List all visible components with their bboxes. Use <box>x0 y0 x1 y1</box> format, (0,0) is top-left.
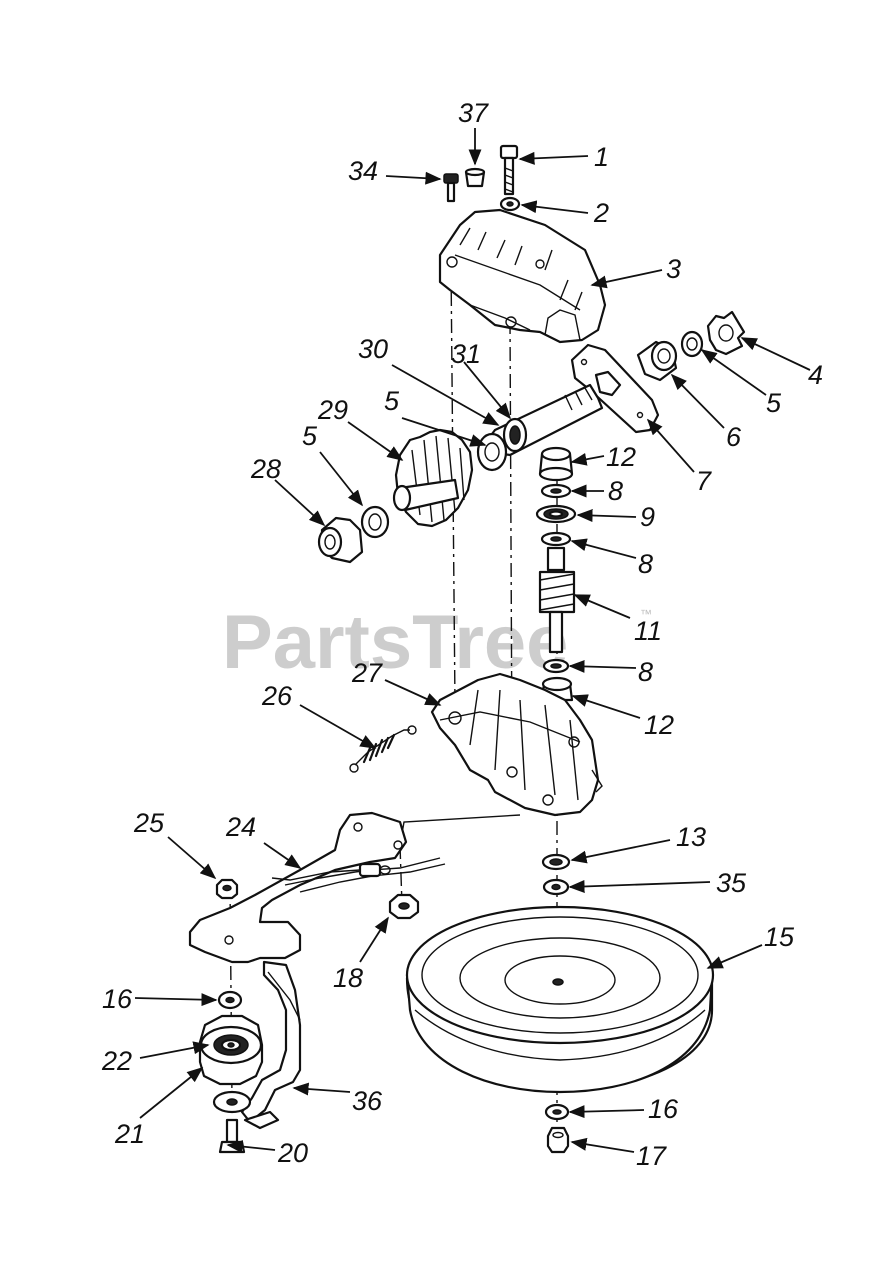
part-26-spring <box>349 725 417 773</box>
callout-1: 1 <box>594 142 609 172</box>
part-29-worm-gear <box>392 428 474 528</box>
part-17-nut <box>546 1126 570 1154</box>
callout-36: 36 <box>352 1086 383 1116</box>
callout-35: 35 <box>716 868 747 898</box>
callout-37: 37 <box>458 98 489 128</box>
part-12-bushing-upper <box>538 446 574 482</box>
callout-2: 2 <box>593 198 609 228</box>
part-16-washer-left <box>217 990 243 1010</box>
watermark-text: PartsTree <box>222 600 568 685</box>
part-8-washer-1 <box>540 483 572 499</box>
callout-4: 4 <box>808 360 823 390</box>
callout-28: 28 <box>250 454 281 484</box>
callout-6: 6 <box>726 422 742 452</box>
part-27-lower-housing <box>430 672 603 817</box>
leader-lines <box>134 128 811 1153</box>
callout-30: 30 <box>358 334 388 364</box>
part-5-washer-shaft <box>476 432 508 472</box>
callout-25: 25 <box>133 808 165 838</box>
part-8-washer-2 <box>540 531 572 547</box>
part-3-upper-housing <box>438 208 607 344</box>
callout-5-left: 5 <box>302 421 318 451</box>
callout-21: 21 <box>114 1119 145 1149</box>
part-25-nut <box>215 878 239 900</box>
part-2-washer <box>499 196 521 212</box>
callout-16-left: 16 <box>102 984 133 1014</box>
part-15-drive-pulley <box>405 905 715 1094</box>
callout-22: 22 <box>101 1046 132 1076</box>
callout-8-middle: 8 <box>638 549 653 579</box>
callout-27: 27 <box>351 658 383 688</box>
part-8-washer-3 <box>542 658 570 674</box>
callout-11: 11 <box>634 616 662 646</box>
part-16-washer-right <box>544 1103 570 1121</box>
callout-18: 18 <box>333 963 363 993</box>
cable-assembly <box>284 857 446 893</box>
callout-20: 20 <box>277 1138 308 1168</box>
callout-15: 15 <box>764 922 795 952</box>
callout-24: 24 <box>225 812 256 842</box>
callout-8-top: 8 <box>608 476 623 506</box>
callout-29: 29 <box>317 395 348 425</box>
part-5-washer-right <box>680 330 704 358</box>
pulley-washer <box>212 1090 252 1114</box>
callout-5-right: 5 <box>766 388 782 418</box>
callout-13: 13 <box>676 822 706 852</box>
callout-3: 3 <box>666 254 681 284</box>
callout-5-shaft: 5 <box>384 386 400 416</box>
part-36-bracket <box>240 960 302 1130</box>
part-5-washer-left <box>360 505 390 539</box>
part-34-screw <box>443 173 459 203</box>
part-28-bushing <box>317 516 364 564</box>
part-22-bearing <box>213 1034 249 1056</box>
part-9-bearing <box>535 504 577 524</box>
part-6-bushing <box>636 340 678 382</box>
watermark-trademark: ™ <box>640 607 652 621</box>
callout-12-bottom: 12 <box>644 710 674 740</box>
part-18-nut <box>388 893 420 920</box>
part-4-gear <box>706 310 746 356</box>
part-30-collar <box>502 417 528 453</box>
callout-16-right: 16 <box>648 1094 679 1124</box>
part-1-bolt <box>499 144 519 196</box>
callout-31: 31 <box>451 339 481 369</box>
callout-labels: 1 2 3 4 5 5 5 6 7 8 8 8 9 11 12 12 13 15… <box>101 98 823 1171</box>
callout-12-top: 12 <box>606 442 636 472</box>
part-37-plug <box>464 167 486 188</box>
callout-9: 9 <box>640 502 655 532</box>
callout-26: 26 <box>261 681 293 711</box>
callout-7: 7 <box>696 466 712 496</box>
callout-8-bottom: 8 <box>638 657 653 687</box>
part-11-worm-shaft <box>538 546 576 654</box>
callout-17: 17 <box>636 1141 667 1171</box>
part-13-bearing <box>541 853 571 871</box>
callout-34: 34 <box>348 156 378 186</box>
part-35-washer <box>542 878 570 896</box>
part-24-lever-arm <box>188 811 408 964</box>
